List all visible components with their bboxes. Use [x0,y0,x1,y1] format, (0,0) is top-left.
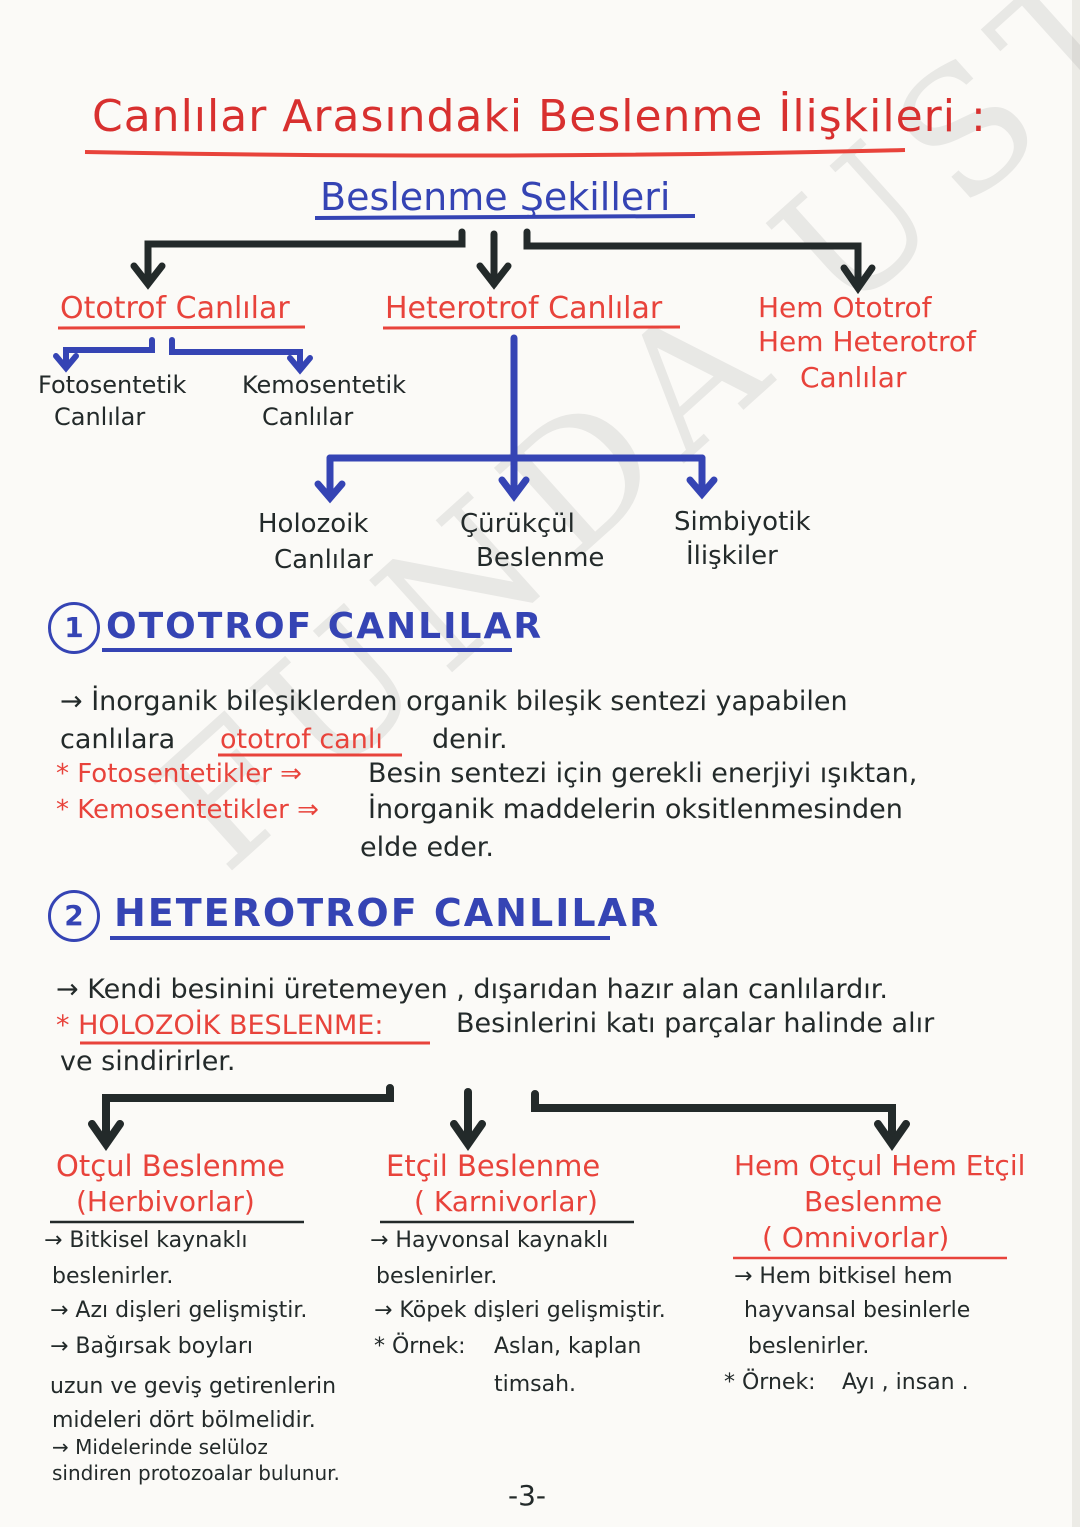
simbiyotik-label-2: İlişkiler [686,541,778,571]
section1-line2c: denir. [432,724,508,755]
tree-mid-arrowhead [476,262,512,290]
hem-label-line2: Hem Heterotrof [758,325,976,358]
etcil-line-0: → Hayvonsal kaynaklı [370,1228,609,1253]
etcil-line-2: → Köpek dişleri gelişmiştir. [374,1298,666,1323]
etcil-ornek-label: * Örnek: [374,1334,466,1359]
curukcul-label-2: Beslenme [476,543,605,573]
holo-arrowhead [314,480,346,504]
simbiyotik-label-1: Simbiyotik [674,507,811,537]
fotosentetik-label-1: Fotosentetik [38,371,187,399]
otcul-line-3: → Bağırsak boyları [50,1334,253,1359]
holozoik-beslenme-text: Besinlerini katı parçalar halinde alır [456,1008,935,1039]
holozoik-label-1: Holozoik [258,509,369,539]
title-underline [84,148,906,158]
etcil-line-1: beslenirler. [376,1264,498,1289]
hem-label-line1: Hem Ototrof [758,291,932,324]
ototrof-label: Ototrof Canlılar [60,291,290,326]
curukcul-label-1: Çürükçül [460,509,575,539]
otcul-line-0: → Bitkisel kaynaklı [44,1228,248,1253]
ototrof-underline [57,325,306,330]
heterotrof-label: Heterotrof Canlılar [385,291,663,326]
holozoik-beslenme-text2: ve sindirirler. [60,1046,236,1077]
kemo-branch [169,337,303,371]
tree-right-arrowhead [840,264,876,295]
tree-left-arrowhead [130,262,166,290]
tree-left-branch [144,228,466,286]
otcul-line-1: beslenirler. [52,1264,174,1289]
subtitle-underline [314,214,696,220]
foto-arrowhead [53,353,79,373]
hem-ornek: Ayı , insan . [842,1370,969,1395]
etcil-ornek2: timsah. [494,1372,577,1397]
kemosentetik-label-1: Kemosentetik [242,371,407,399]
section1-heading: OTOTROF CANLILAR [106,606,544,647]
otcul-sub: (Herbivorlar) [76,1185,255,1218]
otcul-line-6: → Midelerinde selüloz [52,1435,268,1459]
kemo-text: İnorganik maddelerin oksitlenmesinden [368,794,903,825]
diagram-subtitle: Beslenme Şekilleri [320,175,671,219]
hem-col-title: Hem Otçul Hem Etçil [734,1149,1026,1182]
section1-line2b: ototrof canlı [220,724,383,755]
bottom-left-arrowhead [88,1120,124,1151]
curuk-arrowhead [498,476,530,502]
foto-label: * Fotosentetikler ⇒ [56,759,302,789]
tree-right-branch [523,228,862,290]
etcil-ornek: Aslan, kaplan [494,1334,642,1359]
kemo-arrowhead [287,355,313,375]
section2-number: 2 [48,890,100,942]
heterotrof-underline [382,325,681,330]
kemo-label: * Kemosentetikler ⇒ [56,795,319,825]
section1-line2a: canlılara [60,724,176,755]
holozoik-beslenme-label: * HOLOZOİK BESLENME: [56,1010,384,1041]
otcul-title: Otçul Beslenme [56,1149,286,1183]
otcul-line-7: sindiren protozoalar bulunur. [52,1461,340,1485]
hem-col-sub: ( Omnivorlar) [762,1221,950,1254]
hem-line-2: beslenirler. [748,1334,870,1359]
bottom-right-branch [531,1090,896,1144]
hem-line-1: hayvansal besinlerle [744,1298,971,1323]
bottom-mid-arrowhead [450,1120,486,1151]
foto-text: Besin sentezi için gerekli enerjiyi ışık… [368,758,918,789]
hem-col-title2: Beslenme [804,1185,943,1218]
section2-heading: HETEROTROF CANLILAR [114,891,661,935]
etcil-title: Etçil Beslenme [386,1149,601,1183]
bottom-right-arrowhead [874,1120,910,1151]
bottom-left-branch [102,1084,394,1142]
fotosentetik-label-2: Canlılar [54,403,146,431]
hem-ornek-label: * Örnek: [724,1370,816,1395]
hem-label-line3: Canlılar [800,361,907,394]
otcul-line-4: uzun ve geviş getirenlerin [50,1374,337,1399]
page-number: -3- [508,1479,547,1512]
hem-line-0: → Hem bitkisel hem [734,1264,953,1289]
kemosentetik-label-2: Canlılar [262,403,354,431]
etcil-sub: ( Karnivorlar) [414,1185,598,1218]
otcul-line-5: mideleri dört bölmelidir. [52,1408,316,1433]
section2-line1: → Kendi besinini üretemeyen , dışarıdan … [56,974,888,1005]
foto-branch [63,337,155,369]
otcul-line-2: → Azı dişleri gelişmiştir. [50,1298,308,1323]
kemo-text2: elde eder. [360,832,495,863]
section1-line1: → İnorganik bileşiklerden organik bileşi… [60,686,848,717]
section1-number: 1 [48,602,100,654]
simb-arrowhead [686,476,718,500]
holozoik-label-2: Canlılar [274,545,373,575]
page-edge [1072,0,1080,1527]
page-title: Canlılar Arasındaki Beslenme İlişkileri … [92,91,987,142]
